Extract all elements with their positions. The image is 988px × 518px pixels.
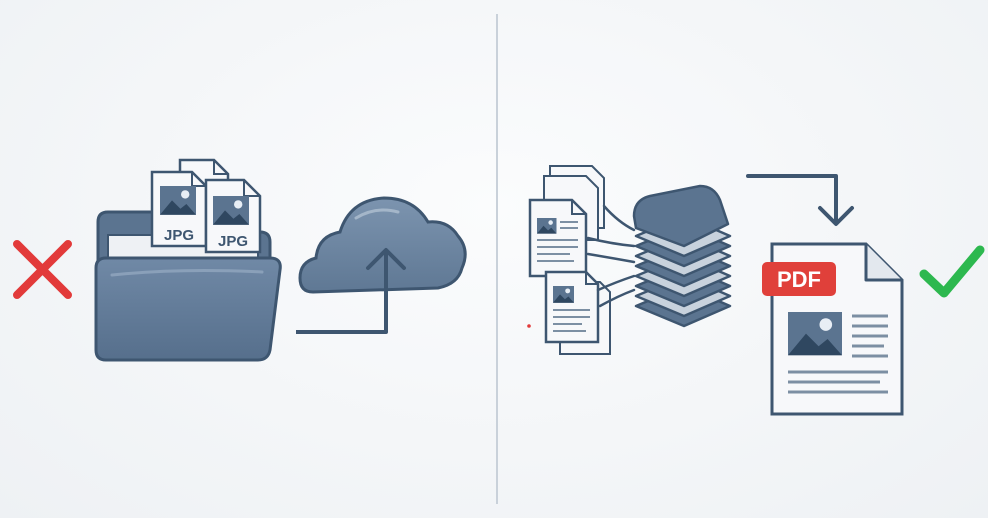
x-mark-icon [13,240,72,299]
folder-icon: JPG JPG [94,158,282,362]
jpg-file-icon: JPG [204,178,262,254]
pdf-document-icon: PDF [762,242,904,416]
stacked-pages-icon [632,184,732,328]
image-icon [788,312,842,356]
jpg-label: JPG [218,233,248,250]
document-pages-icon [527,165,611,355]
pdf-badge [762,262,836,296]
jpg-label: JPG [164,227,194,244]
jpg-file-icon: JPG [150,170,208,248]
merge-lines [586,204,636,308]
checkmark-icon [919,245,985,298]
pdf-label: PDF [777,267,821,292]
cloud-upload-icon [296,196,467,334]
arrow-down-icon [746,174,854,226]
